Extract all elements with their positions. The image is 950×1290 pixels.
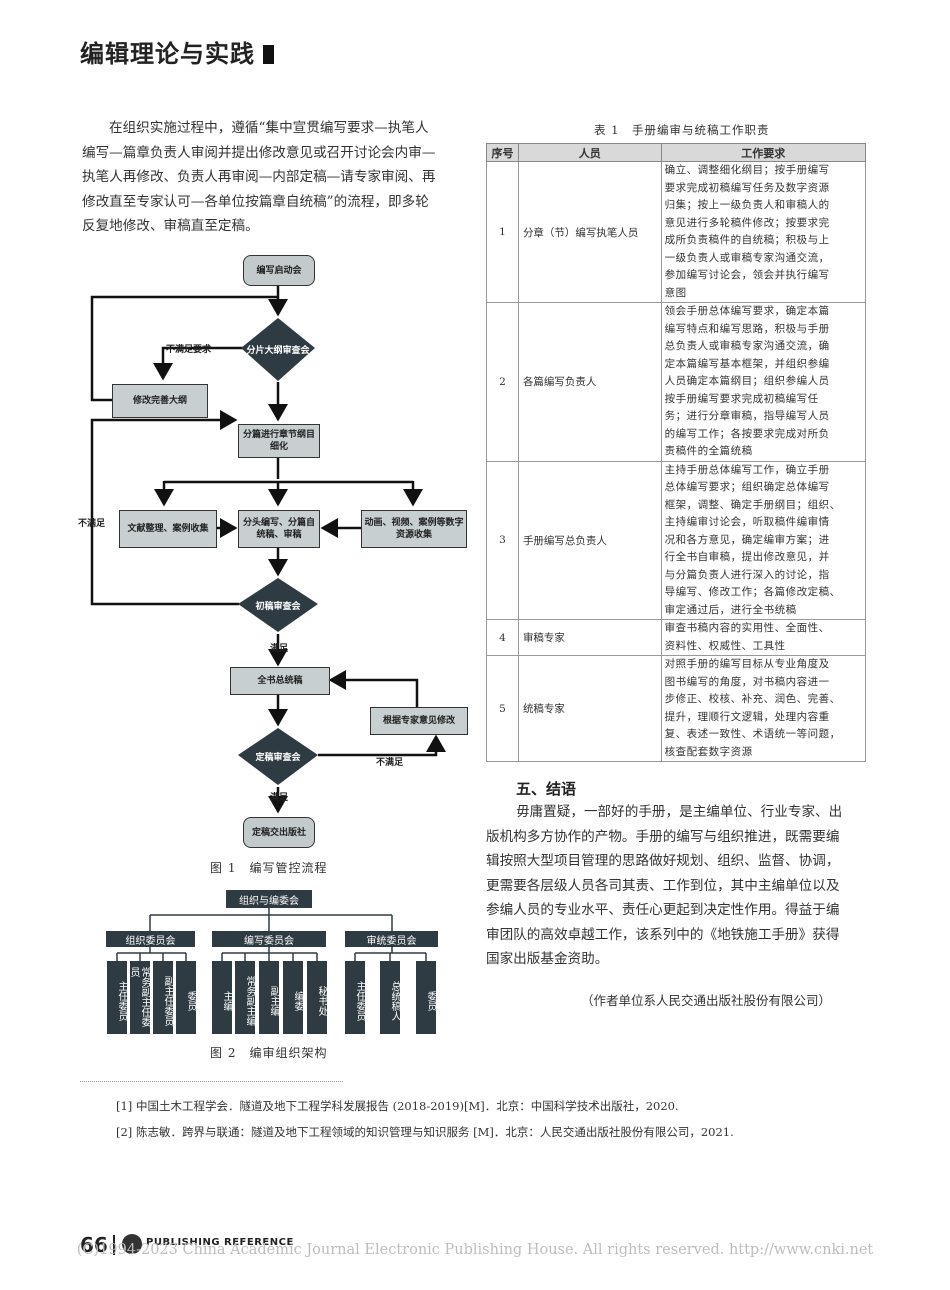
table-header-row: 序号 人员 工作要求 (486, 143, 867, 162)
flow-first-review-label: 初稿审查会 (255, 602, 301, 612)
flow-improve-outline: 修改完善大纲 (112, 384, 208, 418)
flow-full-compile: 全书总统稿 (230, 667, 330, 695)
page-header: 编辑理论与实践 (80, 34, 274, 69)
flow-final-review-label: 定稿审查会 (255, 753, 301, 763)
flow-media: 动画、视频、案例等数字资源收集 (361, 510, 467, 548)
table-row: 5 统稿专家 对照手册的编写目标从专业角度及图书编写的角度，对书稿内容进一步修正… (486, 655, 867, 762)
flow-publish-node: 定稿交出版社 (243, 817, 315, 848)
duty-table: 序号 人员 工作要求 1 分章（节）编写执笔人员 确立、调整细化纲目；按手册编写… (486, 143, 867, 762)
flow-compile: 分头编写、分篇自统稿、审稿 (238, 510, 320, 548)
org-chart: 组织与编委会 组织委员会 编写委员会 审统委员会 主任委员 常务副主任委员 副主… (0, 880, 470, 1040)
conclusion-paragraph: 毋庸置疑，一部好的手册，是主编单位、行业专家、出 版机构多方协作的产物。手册的编… (486, 804, 843, 967)
org-member: 委员 (416, 961, 436, 1034)
table-cell-no: 3 (486, 460, 519, 620)
org-chart-connectors (116, 908, 427, 961)
org-group-review: 审统委员会 (345, 931, 438, 947)
org-member: 编委 (283, 961, 303, 1034)
table-row: 1 分章（节）编写执笔人员 确立、调整细化纲目；按手册编写要求完成初稿编写任务及… (486, 161, 867, 303)
table-header-cell: 序号 (486, 143, 519, 162)
org-member: 常务副主编 (235, 961, 255, 1034)
flow-review-outline-label: 分片大纲审查会 (246, 346, 310, 356)
table-cell-requirements: 确立、调整细化纲目；按手册编写要求完成初稿编写任务及数字资源归集；按上一级负责人… (660, 161, 867, 303)
author-affiliation: （作者单位系人民交通出版社股份有限公司） (581, 993, 832, 1008)
table-row: 2 各篇编写负责人 领会手册总体编写要求，确定本篇编写特点和编写思路，积极与手册… (486, 302, 867, 462)
flow-literature: 文献整理、案例收集 (119, 510, 217, 548)
flow-label-not-satisfied-2: 不满足 (376, 758, 404, 768)
org-member: 常务副主任委员 (128, 961, 150, 1034)
org-member: 主编 (212, 961, 232, 1034)
copyright-notice: (C)1994-2023 China Academic Journal Elec… (76, 1242, 874, 1258)
final-review-diamond (238, 728, 318, 785)
table-cell-requirements: 对照手册的编写目标从专业角度及图书编写的角度，对书稿内容进一步修正、校核、补充、… (660, 655, 867, 762)
flow-label-satisfied-1: 满足 (270, 644, 289, 654)
table-cell-person: 统稿专家 (517, 655, 662, 762)
org-group-writing: 编写委员会 (212, 931, 326, 947)
flow-start-node: 编写启动会 (243, 255, 315, 286)
first-review-diamond (238, 578, 318, 632)
table-cell-no: 1 (486, 161, 519, 303)
table-cell-person: 分章（节）编写执笔人员 (517, 161, 662, 303)
figure1-caption: 图 1 编写管控流程 (210, 861, 328, 875)
org-group-organization: 组织委员会 (106, 931, 195, 947)
flow-detail-outline: 分篇进行章节纲目细化 (238, 424, 320, 458)
org-member: 总统稿人 (380, 961, 400, 1034)
org-member: 副主编 (259, 961, 279, 1034)
org-member: 副主任委员 (153, 961, 173, 1034)
org-member: 主任委员 (345, 961, 365, 1034)
table-cell-person: 各篇编写负责人 (517, 302, 662, 462)
conclusion-heading: 五、结语 (516, 780, 577, 798)
org-member: 秘书处 (307, 961, 327, 1034)
publishing-logo-icon (122, 1234, 142, 1254)
header-title: 编辑理论与实践 (80, 40, 255, 68)
table-cell-requirements: 审查书稿内容的实用性、全面性、资料性、权威性、工具性 (660, 619, 867, 656)
reference-divider (80, 1081, 343, 1082)
flow-label-satisfied-2: 满足 (270, 793, 289, 803)
table-row: 3 手册编写总负责人 主持手册总体编写工作，确立手册总体编写要求；组织确定总体编… (486, 460, 867, 620)
org-member: 委员 (176, 961, 196, 1034)
review-outline-diamond (241, 318, 315, 381)
table-caption: 表 1 手册编审与统稿工作职责 (594, 123, 770, 137)
table-cell-requirements: 领会手册总体编写要求，确定本篇编写特点和编写思路，积极与手册总负责人或审稿专家沟… (660, 302, 867, 462)
page-number: 66 (80, 1233, 108, 1257)
reference-item: [2] 陈志敏．跨界与联通：隧道及地下工程领域的知识管理与知识服务 [M]．北京… (116, 1125, 734, 1139)
table-cell-no: 4 (486, 619, 519, 656)
table-cell-person: 手册编写总负责人 (517, 460, 662, 620)
footer-brand: PUBLISHING REFERENCE (146, 1237, 294, 1248)
table-cell-person: 审稿专家 (517, 619, 662, 656)
flow-expert-revise: 根据专家意见修改 (370, 707, 468, 735)
table-cell-no: 2 (486, 302, 519, 462)
figure2-caption: 图 2 编审组织架构 (210, 1046, 328, 1060)
table-header-cell: 工作要求 (660, 143, 867, 162)
org-root: 组织与编委会 (226, 890, 312, 908)
table-cell-requirements: 主持手册总体编写工作，确立手册总体编写要求；组织确定总体编写框架，调整、确定手册… (660, 460, 867, 620)
flow-label-not-meet-requirement: 不满足要求 (166, 345, 212, 355)
intro-paragraph: 在组织实施过程中，遵循“集中宣贯编写要求—执笔人 编写—篇章负责人审阅并提出修改… (82, 120, 436, 234)
header-block-icon (263, 45, 274, 64)
table-cell-no: 5 (486, 655, 519, 762)
table-header-cell: 人员 (517, 143, 662, 162)
table-row: 4 审稿专家 审查书稿内容的实用性、全面性、资料性、权威性、工具性 (486, 619, 867, 656)
org-member: 主任委员 (107, 961, 127, 1034)
reference-item: [1] 中国土木工程学会．隧道及地下工程学科发展报告 (2018-2019)[M… (116, 1099, 679, 1113)
footer-divider (113, 1235, 115, 1255)
flow-label-not-satisfied: 不满足 (78, 519, 106, 529)
